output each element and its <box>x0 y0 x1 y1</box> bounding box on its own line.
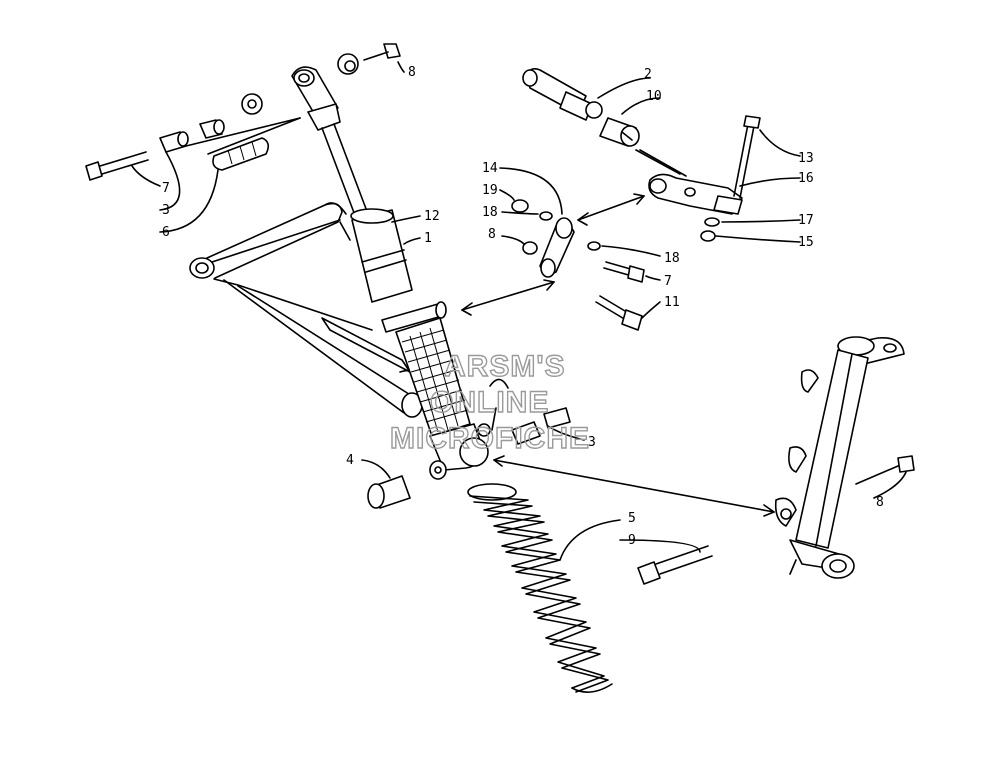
steering-linkage <box>522 68 761 242</box>
callout-3-left: 3 <box>162 203 170 218</box>
callout-5: 5 <box>628 511 636 526</box>
leader-lines <box>131 61 907 561</box>
upper-mount-hardware <box>85 43 401 181</box>
callout-13: 13 <box>798 151 814 166</box>
callout-18-a: 18 <box>482 205 498 220</box>
watermark-line-3: MICROFICHE <box>390 422 590 455</box>
callout-9: 9 <box>628 533 636 548</box>
watermark-line-1: ARSM'S <box>444 350 565 383</box>
watermark-line-2: ONLINE <box>430 386 549 419</box>
callout-8-top: 8 <box>408 65 416 80</box>
callout-6: 6 <box>162 225 170 240</box>
callout-19: 19 <box>482 183 498 198</box>
callout-8-mid: 8 <box>488 227 496 242</box>
callout-1: 1 <box>424 231 432 246</box>
coil-spring <box>467 483 613 693</box>
watermark: ARSM'S ONLINE MICROFICHE <box>389 349 590 455</box>
callout-8-right: 8 <box>876 495 884 510</box>
callout-3-right: 3 <box>588 435 596 450</box>
shock-absorber <box>291 66 509 471</box>
assembly-arrows <box>185 51 775 517</box>
callout-7-left: 7 <box>162 181 170 196</box>
callout-2: 2 <box>644 67 652 82</box>
callout-7-right: 7 <box>664 274 672 289</box>
callout-12: 12 <box>424 209 440 224</box>
callout-18-b: 18 <box>664 251 680 266</box>
lower-mount-hardware <box>367 407 915 585</box>
callout-16: 16 <box>798 171 814 186</box>
knurled-grip <box>401 327 469 433</box>
callout-11: 11 <box>664 295 680 310</box>
callout-15: 15 <box>798 235 814 250</box>
center-link <box>511 199 645 331</box>
callout-14: 14 <box>482 161 498 176</box>
spindle <box>774 336 905 579</box>
callout-10: 10 <box>646 89 662 104</box>
callout-17: 17 <box>798 213 814 228</box>
callout-4: 4 <box>346 453 354 468</box>
callout-labels: 8 2 10 13 16 17 15 14 19 18 8 18 7 11 12… <box>162 65 884 548</box>
